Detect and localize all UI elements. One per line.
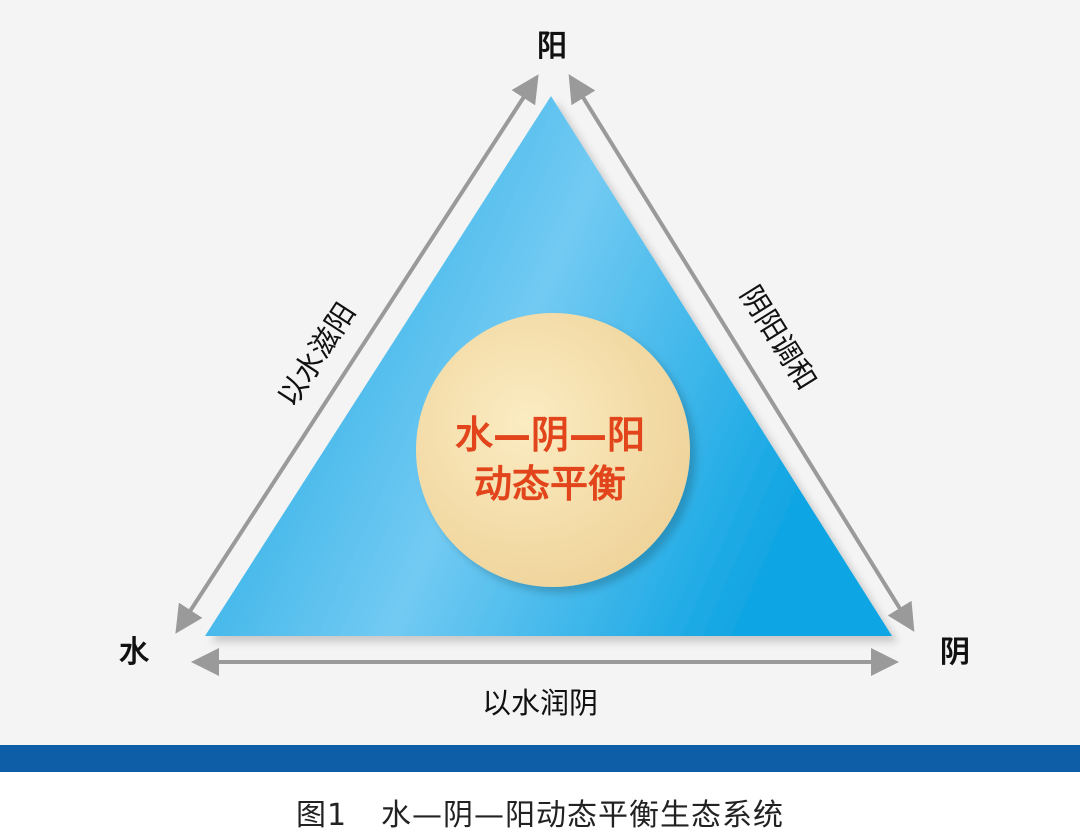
center-text-line1: 水—阴—阳 [455, 413, 645, 457]
edge-label-left: 以水滋阳 [271, 297, 363, 413]
edge-label-right: 阴阳调和 [733, 279, 823, 395]
caption-area [0, 772, 1080, 834]
blue-band [0, 745, 1080, 772]
caption-title: 水—阴—阳动态平衡生态系统 [381, 798, 785, 833]
center-circle [416, 313, 690, 587]
left-edge-arrow [175, 74, 539, 634]
caption-number: 图1 [295, 798, 348, 833]
vertex-label-right: 阴 [940, 635, 970, 670]
diagram-canvas: 水—阴—阳 动态平衡 阳 水 阴 以水滋阳 阴阳调和 以水润阴 [119, 29, 970, 720]
edge-label-bottom: 以水润阴 [482, 686, 598, 720]
vertex-label-left: 水 [119, 635, 150, 670]
vertex-label-top: 阳 [537, 29, 567, 64]
figure-caption: 图1 水—阴—阳动态平衡生态系统 [0, 790, 1080, 834]
right-edge-arrow [568, 74, 915, 632]
center-text-line2: 动态平衡 [474, 462, 626, 506]
